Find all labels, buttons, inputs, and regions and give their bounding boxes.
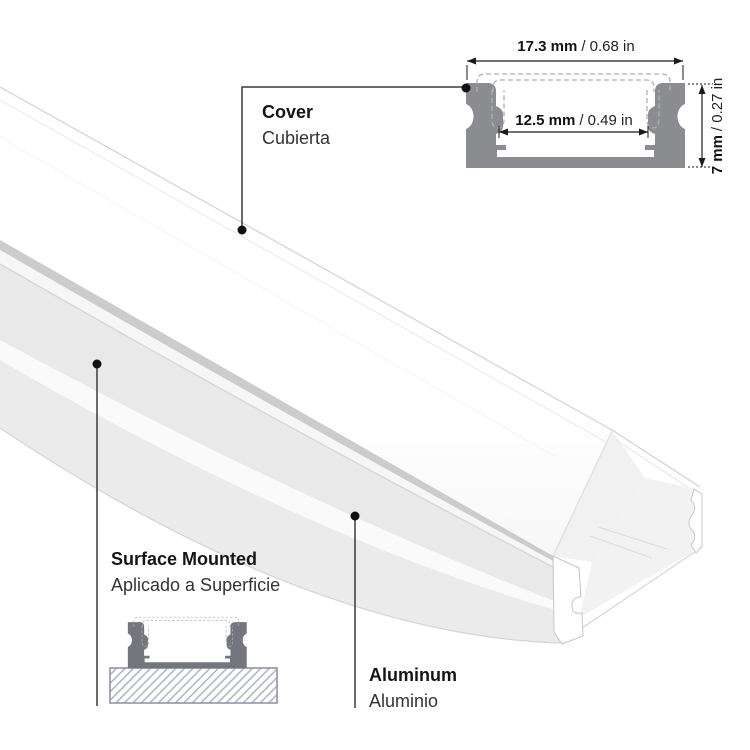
back-rim-inner-edge bbox=[615, 439, 696, 493]
profile-cover-surface bbox=[0, 87, 612, 556]
surface-mounted-target-dot bbox=[92, 359, 102, 369]
end-interior-shadow bbox=[553, 431, 645, 562]
aluminum-label: Aluminum Aluminio bbox=[369, 662, 457, 714]
inner-width-metric: 12.5 mm bbox=[515, 112, 576, 129]
outer-width-dimension-label: 17.3 mm/ 0.68 in bbox=[456, 38, 696, 55]
profile-bottom-edge bbox=[0, 427, 561, 644]
cover-section-dot bbox=[461, 83, 471, 93]
height-metric: 7 mm bbox=[709, 135, 726, 175]
aluminum-label-title: Aluminum bbox=[369, 665, 457, 685]
end-bottom-edge bbox=[559, 546, 703, 644]
outer-width-imperial: / 0.68 in bbox=[581, 38, 635, 55]
back-wall-end-face bbox=[688, 488, 703, 554]
height-dimension-label: 7 mm / 0.27 in bbox=[709, 41, 729, 211]
cover-sheen-line bbox=[0, 136, 557, 458]
outer-width-metric: 17.3 mm bbox=[517, 38, 578, 55]
cross-section-diagram bbox=[465, 57, 713, 169]
end-floor-grooves bbox=[589, 526, 668, 559]
leader-lines bbox=[96, 86, 463, 708]
aluminum-target-dot bbox=[350, 511, 360, 521]
height-arrows bbox=[698, 85, 706, 167]
cover-front-seam-band bbox=[0, 240, 553, 561]
cover-target-dot bbox=[237, 225, 247, 235]
leader-dots bbox=[92, 83, 471, 521]
surface-mounted-label: Surface Mounted Aplicado a Superficie bbox=[111, 546, 280, 598]
cover-label-title: Cover bbox=[262, 102, 314, 122]
surface-mounted-label-subtitle: Aplicado a Superficie bbox=[111, 575, 281, 595]
upper-flange-band bbox=[0, 264, 554, 601]
cover-end-cut-edge bbox=[552, 430, 613, 557]
mounting-surface-hatch bbox=[109, 667, 278, 704]
outer-width-dimension bbox=[466, 60, 684, 80]
height-dimension bbox=[688, 83, 713, 168]
cover-back-seam bbox=[0, 99, 607, 443]
profile-back-edge bbox=[0, 86, 701, 488]
mid-highlight-band bbox=[0, 340, 555, 610]
cover-label-subtitle: Cubierta bbox=[262, 128, 331, 148]
cover-leader-line bbox=[241, 86, 463, 230]
inner-width-imperial: / 0.49 in bbox=[579, 112, 633, 129]
surface-mount-diagram bbox=[109, 616, 278, 704]
cover-label: Cover Cubierta bbox=[262, 99, 330, 151]
height-imperial: / 0.27 in bbox=[709, 77, 726, 132]
mini-channel-section bbox=[127, 616, 248, 669]
inner-width-dimension-label: 12.5 mm/ 0.49 in bbox=[474, 112, 674, 129]
base-front-band bbox=[0, 360, 560, 643]
surface-mounted-label-title: Surface Mounted bbox=[111, 549, 258, 569]
main-profile-render bbox=[0, 86, 703, 645]
end-interior-floor bbox=[579, 478, 701, 618]
aluminum-label-subtitle: Aluminio bbox=[369, 691, 439, 711]
cover-lip-band bbox=[0, 250, 553, 567]
upper-flange-top-edge bbox=[0, 263, 554, 568]
front-wall-end-face bbox=[552, 555, 584, 645]
